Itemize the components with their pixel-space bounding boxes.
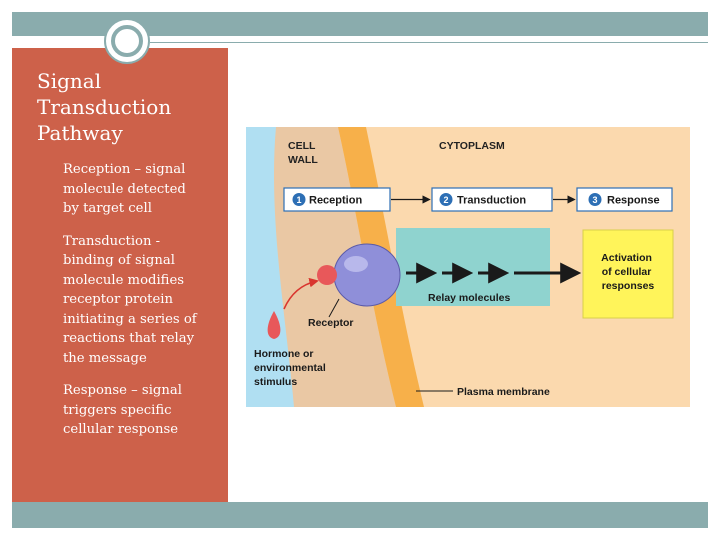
title-line: Transduction xyxy=(37,95,172,119)
step-3-badge xyxy=(588,193,602,206)
bullet-line: molecule detected xyxy=(63,181,186,197)
plasma-membrane-label: Plasma membrane xyxy=(457,386,550,398)
title-line: Pathway xyxy=(37,121,123,145)
bullet-line: molecule modifies xyxy=(63,272,185,288)
activation-box xyxy=(582,229,674,319)
step-1-number: 1 xyxy=(296,195,301,205)
binding-arrow xyxy=(283,277,319,310)
bottom-accent-band xyxy=(12,502,708,528)
bullet-transduction: Transduction - binding of signal molecul… xyxy=(63,232,213,369)
bullet-line: Response – signal xyxy=(63,383,182,398)
step-2-number: 2 xyxy=(443,195,448,205)
step-1-label: Reception xyxy=(309,195,362,207)
bullet-list: Reception – signal molecule detected by … xyxy=(63,160,213,453)
step-response-box xyxy=(576,187,673,212)
extracellular-region xyxy=(246,127,294,407)
activation-label: Activation of cellular responses xyxy=(601,252,655,292)
bullet-line: Transduction - xyxy=(63,233,161,249)
bullet-line: the message xyxy=(63,350,147,366)
receptor-leader xyxy=(328,298,340,318)
ring-ornament-icon xyxy=(104,18,150,64)
step-3-number: 3 xyxy=(592,195,597,205)
cell-wall-label: CELL WALL xyxy=(288,140,318,166)
bullet-line: by target cell xyxy=(63,201,152,216)
step-1-badge xyxy=(292,193,306,206)
bullet-line: receptor protein xyxy=(63,292,173,307)
receptor-protein xyxy=(333,243,401,307)
step-reception-box xyxy=(283,187,391,212)
bullet-line: reactions that relay xyxy=(63,331,195,346)
step-2-label: Transduction xyxy=(457,195,526,207)
title-line: Signal xyxy=(37,69,102,93)
cytoplasm-label: CYTOPLASM xyxy=(439,140,505,152)
bullet-reception: Reception – signal molecule detected by … xyxy=(63,160,213,219)
bound-signal-molecule xyxy=(317,265,337,285)
step-transduction-box xyxy=(431,187,553,212)
bullet-line: binding of signal xyxy=(63,253,175,268)
bullet-response: Response – signal triggers specific cell… xyxy=(63,381,213,440)
signal-pathway-diagram: CELL WALL CYTOPLASM 1 Reception 2 Transd… xyxy=(246,127,690,407)
bullet-line: Reception – signal xyxy=(63,162,186,177)
bullet-line: triggers specific xyxy=(63,402,172,418)
step-2-badge xyxy=(439,193,453,206)
bullet-line: cellular response xyxy=(63,422,179,437)
slide-title: Signal Transduction Pathway xyxy=(37,68,222,146)
receptor-highlight xyxy=(344,256,368,272)
title-sidebar xyxy=(12,48,228,502)
bullet-line: initiating a series of xyxy=(63,311,197,327)
step-3-label: Response xyxy=(607,195,660,207)
top-accent-line xyxy=(150,42,708,43)
relay-molecules-label: Relay molecules xyxy=(428,292,510,304)
hormone-label: Hormone or environmental stimulus xyxy=(254,348,329,388)
receptor-label: Receptor xyxy=(308,317,354,329)
free-signal-molecule xyxy=(267,311,281,339)
